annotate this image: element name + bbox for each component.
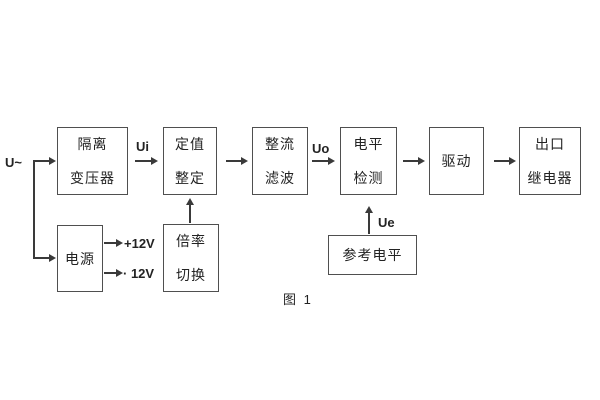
arrowhead-transformer-to-setting bbox=[151, 157, 158, 165]
input-signal-label: U~ bbox=[5, 155, 22, 170]
block-output-relay-line1: 出口 bbox=[535, 136, 565, 152]
connector-reference-to-detection bbox=[368, 213, 370, 234]
block-ratio-switch-line1: 倍率 bbox=[176, 233, 206, 249]
arrowhead-input-to-transformer bbox=[49, 157, 56, 165]
block-driver-label: 驱动 bbox=[441, 153, 472, 169]
arrowhead-setting-to-rectifier bbox=[241, 157, 248, 165]
block-level-detection: 电平 检测 bbox=[340, 127, 397, 195]
arrowhead-detection-to-driver bbox=[418, 157, 425, 165]
connector-ratio-to-setting bbox=[189, 205, 191, 223]
input-branch-line bbox=[33, 160, 35, 258]
plus12v-label: +12V bbox=[124, 236, 155, 251]
block-driver: 驱动 bbox=[429, 127, 484, 195]
connector-power-minus12 bbox=[104, 272, 116, 274]
block-power-supply: 电源 bbox=[57, 225, 103, 292]
arrowhead-power-minus12 bbox=[116, 269, 123, 277]
block-value-setting-line2: 整定 bbox=[175, 170, 205, 186]
block-isolation-transformer-line1: 隔离 bbox=[77, 136, 108, 152]
connector-rectifier-to-detection bbox=[312, 160, 328, 162]
connector-power-plus12 bbox=[104, 242, 116, 244]
arrowhead-rectifier-to-detection bbox=[328, 157, 335, 165]
arrowhead-input-to-power bbox=[49, 254, 56, 262]
block-power-supply-label: 电源 bbox=[65, 250, 95, 267]
ui-signal-label: Ui bbox=[136, 139, 149, 154]
connector-input-to-power bbox=[33, 257, 50, 259]
block-rectifier-filter-line2: 滤波 bbox=[265, 170, 295, 186]
arrowhead-ratio-to-setting bbox=[186, 198, 194, 205]
block-rectifier-filter: 整流 滤波 bbox=[252, 127, 308, 195]
block-ratio-switch: 倍率 切换 bbox=[163, 224, 219, 292]
connector-transformer-to-setting bbox=[135, 160, 151, 162]
block-level-detection-line1: 电平 bbox=[353, 136, 384, 152]
arrowhead-driver-to-relay bbox=[509, 157, 516, 165]
ue-signal-label: Ue bbox=[378, 215, 395, 230]
block-rectifier-filter-line1: 整流 bbox=[265, 136, 295, 152]
arrowhead-reference-to-detection bbox=[365, 206, 373, 213]
block-ratio-switch-line2: 切换 bbox=[176, 267, 206, 283]
block-reference-level: 参考电平 bbox=[328, 235, 417, 275]
connector-detection-to-driver bbox=[403, 160, 418, 162]
figure-caption: 图 1 bbox=[283, 292, 313, 307]
connector-driver-to-relay bbox=[494, 160, 509, 162]
block-value-setting-line1: 定值 bbox=[175, 136, 205, 152]
block-isolation-transformer-line2: 变压器 bbox=[70, 170, 115, 186]
block-level-detection-line2: 检测 bbox=[353, 170, 384, 186]
arrowhead-power-plus12 bbox=[116, 239, 123, 247]
uo-signal-label: Uo bbox=[312, 141, 330, 156]
block-isolation-transformer: 隔离 变压器 bbox=[57, 127, 128, 195]
block-output-relay-line2: 继电器 bbox=[527, 170, 573, 186]
minus12v-label: · 12V bbox=[123, 266, 155, 281]
block-reference-level-label: 参考电平 bbox=[342, 247, 403, 263]
block-value-setting: 定值 整定 bbox=[163, 127, 217, 195]
connector-input-to-transformer bbox=[33, 160, 50, 162]
block-output-relay: 出口 继电器 bbox=[519, 127, 581, 195]
connector-setting-to-rectifier bbox=[226, 160, 241, 162]
